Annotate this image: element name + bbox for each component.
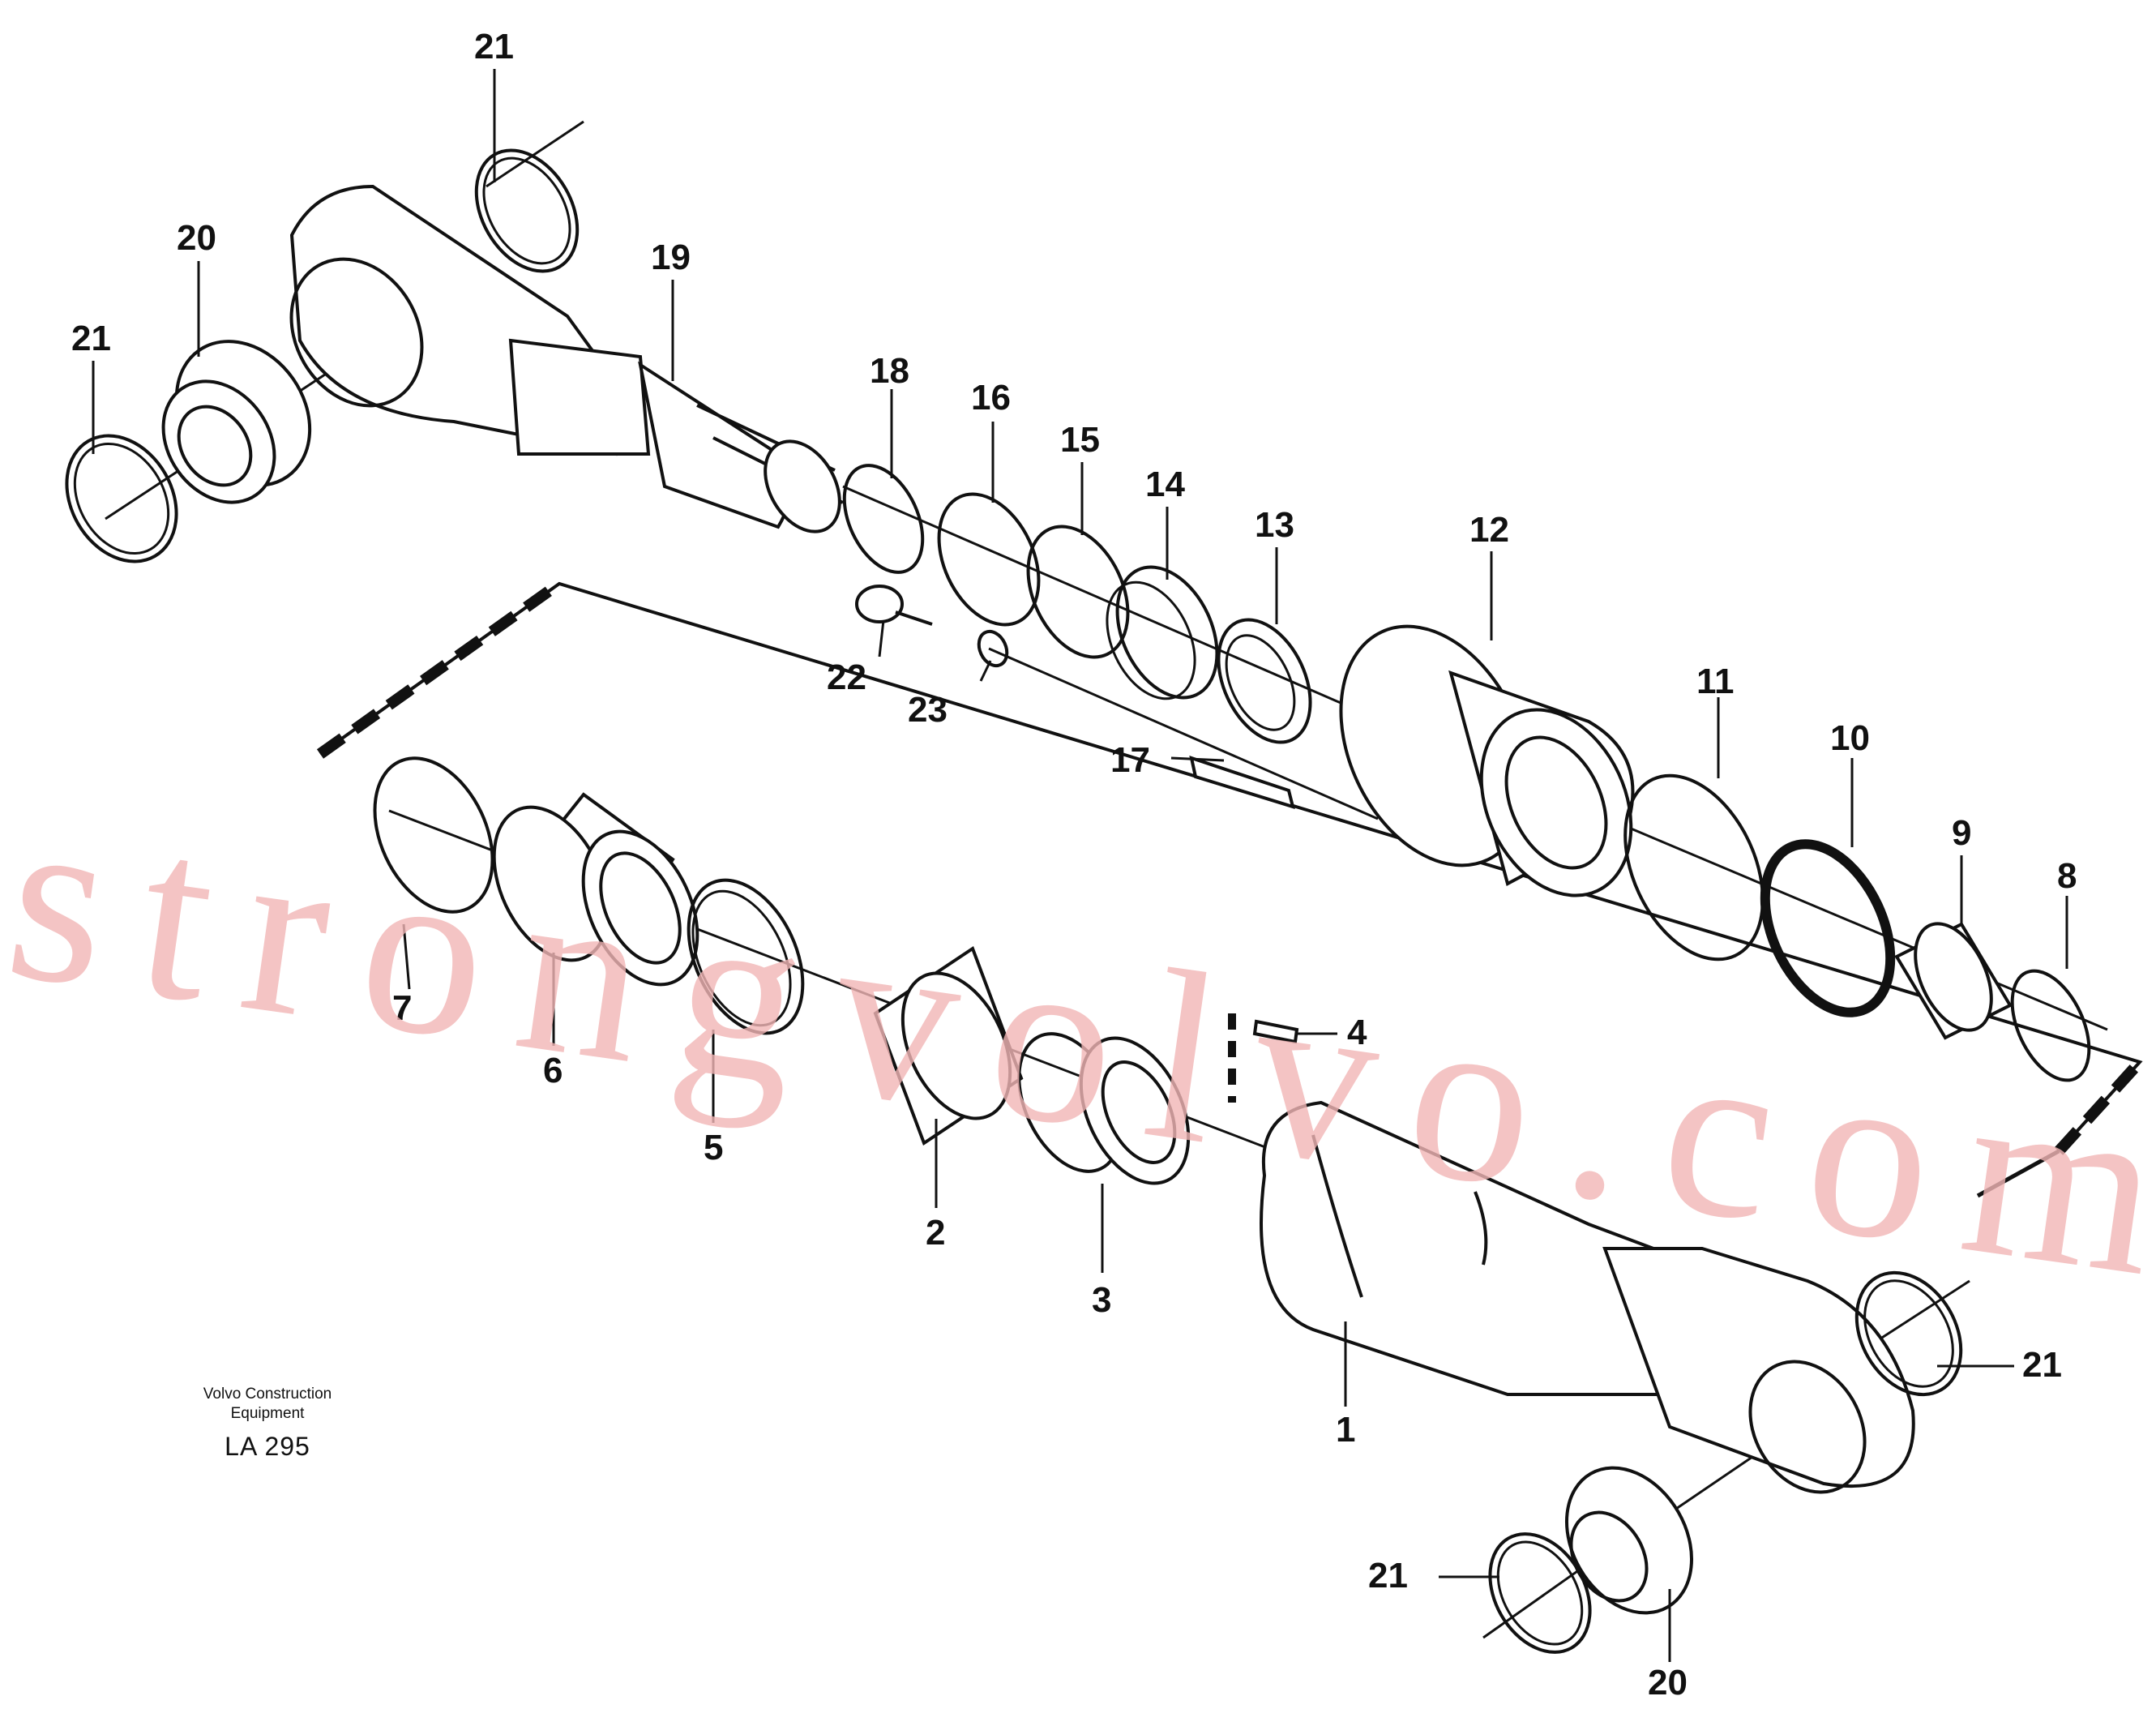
callout-9: 9 — [1952, 813, 1971, 853]
circlip-bottom — [1488, 1532, 1592, 1654]
callout-15: 15 — [1060, 420, 1100, 460]
callout-17: 17 — [1110, 740, 1150, 780]
callout-21-bottom: 21 — [1368, 1556, 1408, 1595]
callout-12: 12 — [1469, 510, 1509, 550]
grease-nipple-4 — [1252, 1019, 1299, 1044]
bolt-17 — [1189, 755, 1295, 809]
callout-21-top: 21 — [474, 27, 514, 66]
washer-23 — [977, 629, 1009, 668]
backup-ring-10 — [1760, 839, 1896, 1017]
seal-15 — [1026, 525, 1130, 659]
bushing-9 — [1894, 922, 2013, 1040]
callout-8: 8 — [2057, 856, 2077, 896]
bearing-bottom — [1564, 1466, 1694, 1615]
callout-5: 5 — [704, 1128, 723, 1167]
callout-11: 11 — [1696, 662, 1735, 701]
callout-21-left: 21 — [71, 319, 111, 358]
o-ring — [842, 464, 925, 574]
company-line-2: Equipment — [230, 1405, 305, 1422]
guide-2 — [873, 945, 1024, 1146]
bearing-top-left — [161, 340, 312, 504]
backup-ring-16 — [937, 492, 1041, 627]
ring-7 — [373, 756, 494, 914]
wiper-13 — [1217, 618, 1312, 744]
callout-4: 4 — [1347, 1013, 1367, 1052]
seal-11 — [1623, 773, 1765, 962]
cylinder-tube-1 — [1260, 1100, 1915, 1494]
footer-block: Volvo Construction Equipment LA 295 — [170, 1385, 365, 1462]
callout-3: 3 — [1092, 1280, 1111, 1320]
callout-21-right: 21 — [2022, 1345, 2062, 1385]
callout-22: 22 — [827, 657, 866, 697]
circlip-bottom-right — [1854, 1270, 1963, 1397]
plug-22 — [855, 585, 933, 626]
callout-20-top: 20 — [177, 218, 216, 258]
kit-outline-close — [1976, 1149, 2060, 1198]
piston-rod — [289, 184, 844, 533]
rod-axis-end — [1588, 809, 2108, 1031]
drawing-code: LA 295 — [225, 1432, 310, 1461]
callout-18: 18 — [870, 351, 909, 391]
kit-outline-dash-top — [316, 579, 563, 759]
piston-seal-5 — [687, 878, 805, 1035]
circlip-8 — [2010, 969, 2091, 1082]
leader-lines — [92, 69, 2068, 1662]
callout-20-bottom: 20 — [1648, 1663, 1688, 1703]
bolt-axis — [988, 647, 1379, 820]
callout-14: 14 — [1145, 465, 1185, 504]
callout-19: 19 — [651, 238, 691, 277]
callout-13: 13 — [1255, 505, 1294, 545]
callout-1: 1 — [1336, 1410, 1355, 1450]
cylinder-head-12 — [1339, 624, 1635, 897]
callout-16: 16 — [971, 378, 1011, 418]
company-line-1: Volvo Construction — [203, 1386, 332, 1403]
callout-6: 6 — [543, 1051, 563, 1090]
callout-10: 10 — [1830, 718, 1870, 758]
callout-labels: 21 20 21 19 18 16 15 14 13 12 17 22 23 1… — [71, 27, 2077, 1703]
callout-23: 23 — [908, 690, 948, 730]
piston-6 — [492, 792, 699, 987]
spacer-3 — [1017, 1032, 1191, 1185]
kit-outline-dash-right — [2054, 1058, 2145, 1155]
pin-axis-top — [486, 120, 584, 188]
callout-7: 7 — [392, 988, 412, 1028]
guide-ring-14 — [1106, 565, 1219, 700]
callout-2: 2 — [926, 1213, 945, 1253]
